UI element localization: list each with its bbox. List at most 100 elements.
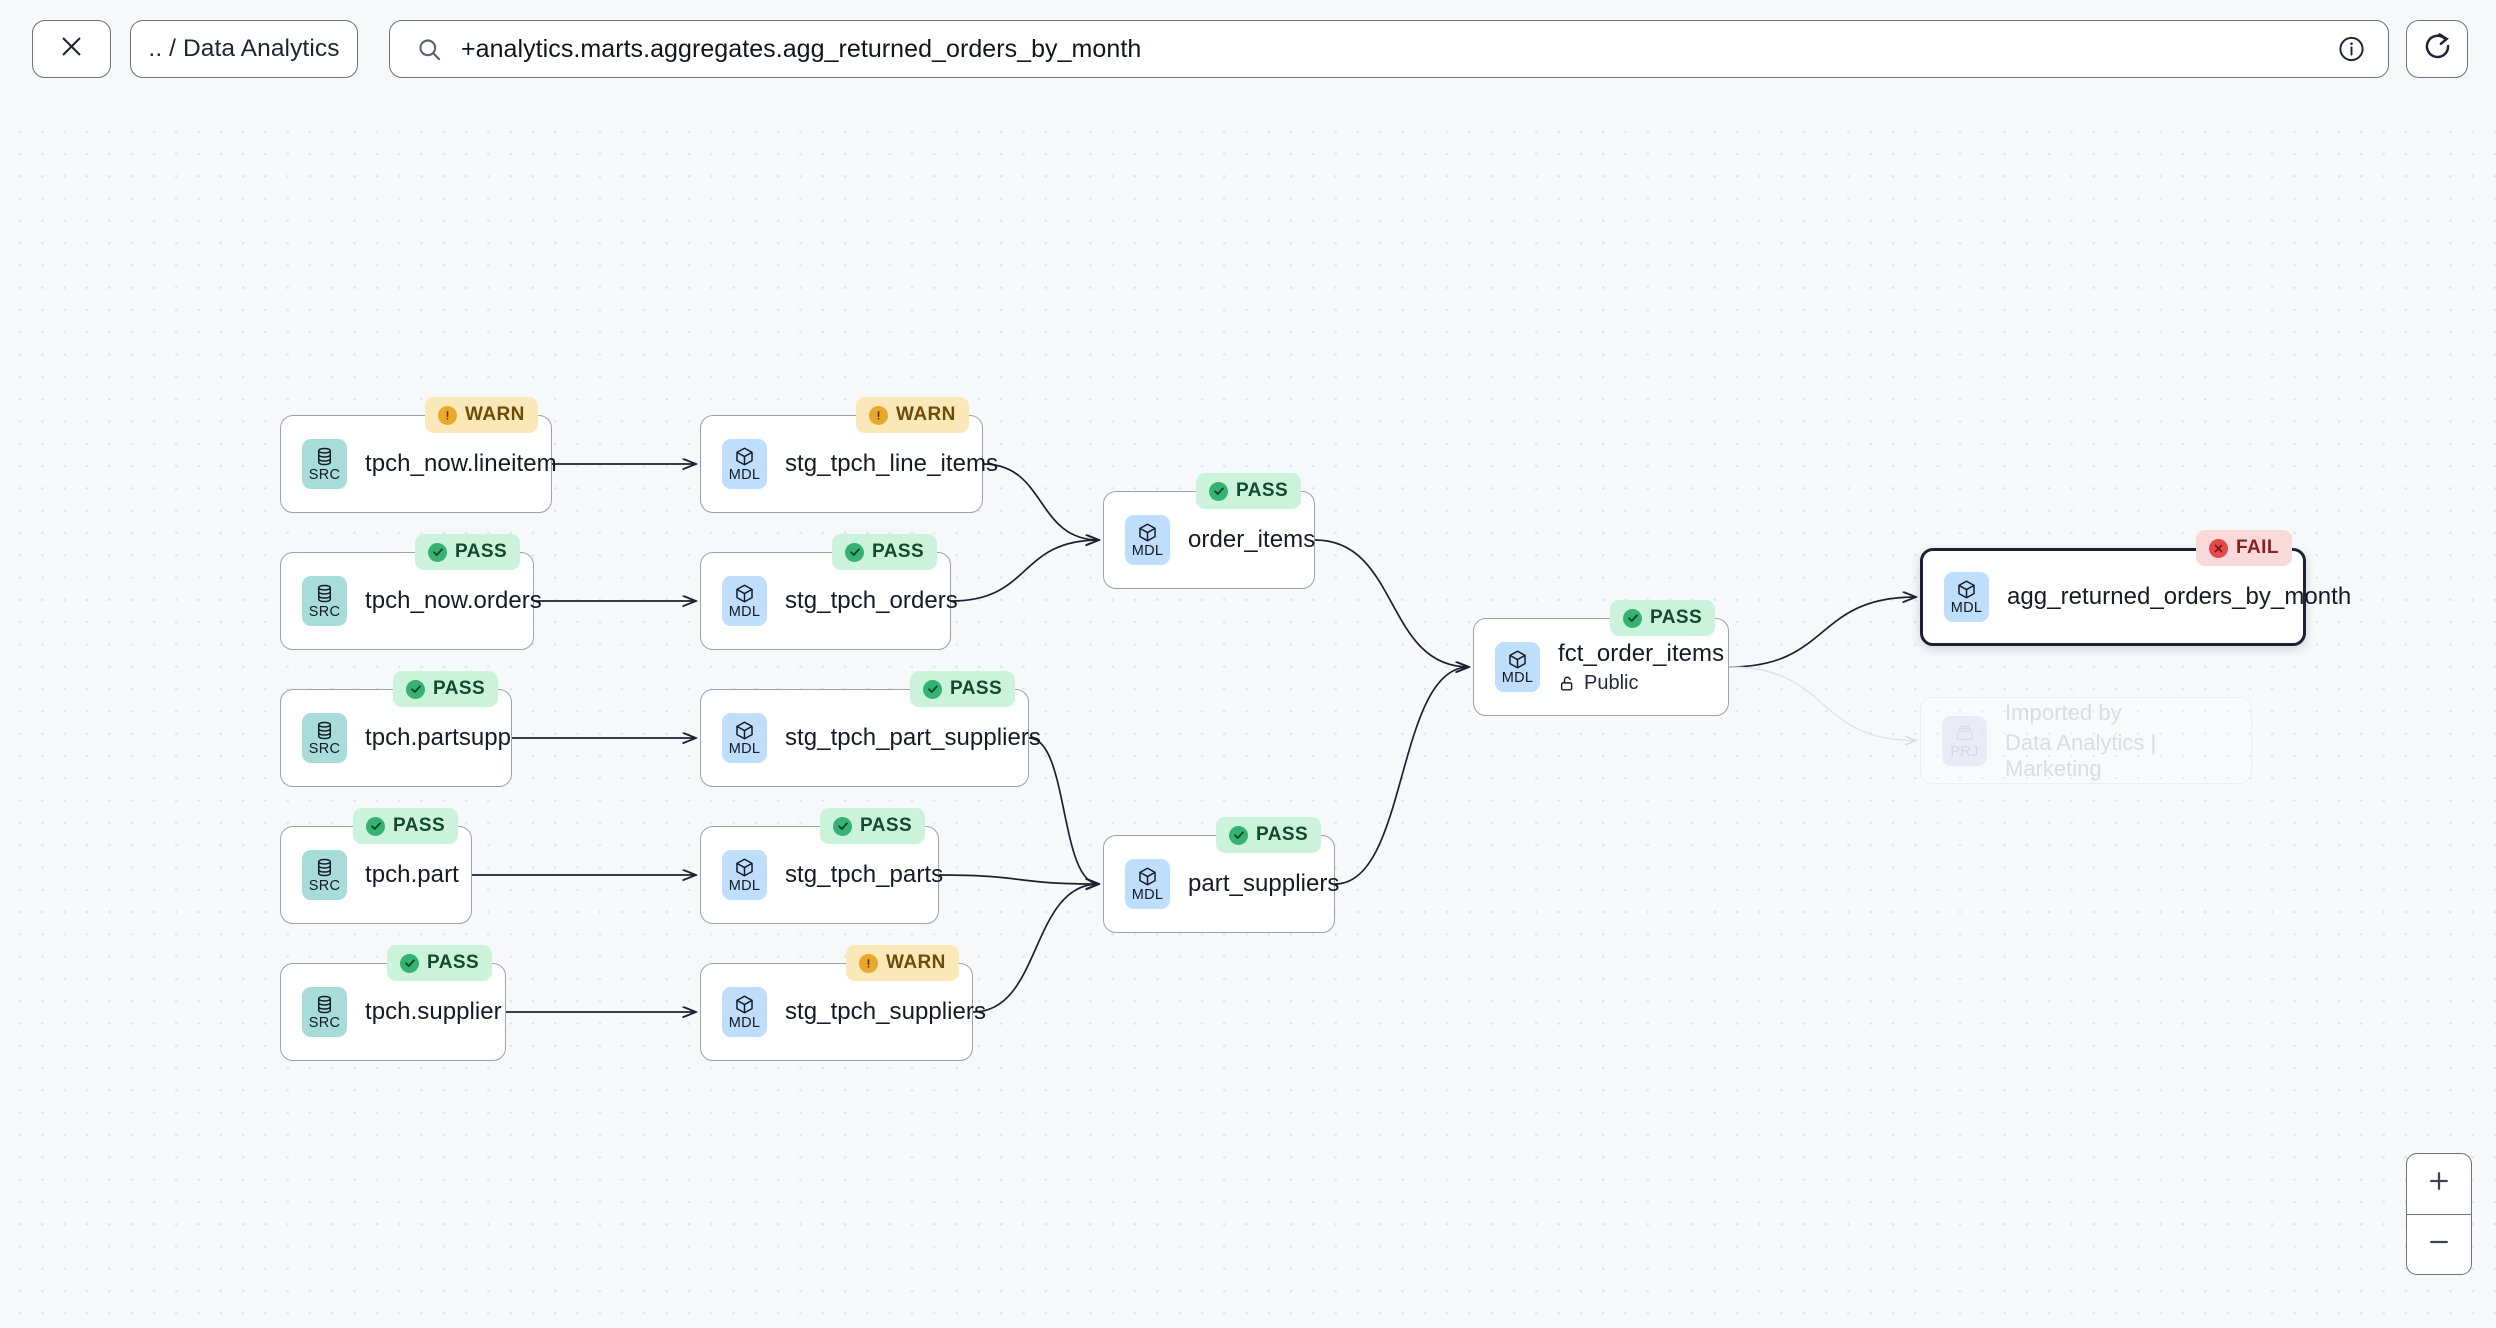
status-label: PASS xyxy=(393,815,446,836)
node-title: order_items xyxy=(1188,526,1316,553)
graph-node-imported_by_prj: PRJ Imported by Data Analytics | Marketing xyxy=(1920,697,2252,784)
database-icon xyxy=(314,445,335,467)
plus-icon xyxy=(2426,1168,2452,1199)
cube-icon xyxy=(734,445,755,467)
status-label: PASS xyxy=(1650,607,1703,628)
status-label: WARN xyxy=(886,952,946,973)
status-pass-icon xyxy=(1209,481,1228,501)
status-warn-icon xyxy=(869,405,888,425)
status-badge-stg_tpch_suppliers[interactable]: WARN xyxy=(846,945,959,981)
cube-icon xyxy=(734,856,755,878)
status-badge-agg_returned_orders_by_month[interactable]: FAIL xyxy=(2196,530,2292,566)
info-icon[interactable] xyxy=(2337,35,2366,64)
bottom-toolbar: Lenses </> Test Status PassErrorFailWarn… xyxy=(0,1238,2496,1328)
zoom-out-button[interactable] xyxy=(2407,1213,2471,1275)
status-label: PASS xyxy=(455,541,508,562)
refresh-button[interactable] xyxy=(2406,20,2468,78)
status-badge-stg_tpch_parts[interactable]: PASS xyxy=(820,808,926,844)
status-pass-icon xyxy=(1229,825,1248,845)
node-title: stg_tpch_orders xyxy=(785,587,958,614)
minus-icon xyxy=(2426,1229,2452,1260)
node-title: stg_tpch_parts xyxy=(785,861,944,888)
status-pass-icon xyxy=(406,679,425,699)
node-type-label: MDL xyxy=(1131,887,1164,904)
node-type-label: MDL xyxy=(1950,600,1983,617)
node-title: tpch_now.lineitem xyxy=(365,450,557,477)
status-badge-order_items[interactable]: PASS xyxy=(1196,473,1302,509)
node-type-label: SRC xyxy=(308,1015,341,1032)
cube-icon xyxy=(1137,521,1158,543)
status-badge-stg_tpch_part_suppliers[interactable]: PASS xyxy=(910,671,1016,707)
node-subtitle: Data Analytics | Marketing xyxy=(2005,730,2251,782)
close-button[interactable] xyxy=(32,20,111,78)
status-badge-stg_tpch_line_items[interactable]: WARN xyxy=(856,397,969,433)
status-badge-tpch_part[interactable]: PASS xyxy=(353,808,459,844)
status-badge-tpch_now_orders[interactable]: PASS xyxy=(415,534,521,570)
status-badge-part_suppliers[interactable]: PASS xyxy=(1216,817,1322,853)
node-title: agg_returned_orders_by_month xyxy=(2007,583,2352,610)
cube-icon xyxy=(734,993,755,1015)
node-type-label: SRC xyxy=(308,604,341,621)
database-icon xyxy=(314,719,335,741)
graph-node-stg_tpch_part_suppliers[interactable]: MDL stg_tpch_part_suppliers xyxy=(700,689,1041,787)
status-label: PASS xyxy=(860,815,913,836)
status-badge-tpch_now_lineitem[interactable]: WARN xyxy=(425,397,538,433)
node-title: stg_tpch_part_suppliers xyxy=(785,724,1041,751)
close-icon xyxy=(58,33,85,65)
node-type-badge-mdl: MDL xyxy=(722,713,767,763)
search-icon xyxy=(416,36,443,63)
status-pass-icon xyxy=(923,679,942,699)
node-title: stg_tpch_suppliers xyxy=(785,998,987,1025)
cube-icon xyxy=(734,582,755,604)
status-fail-icon xyxy=(2209,538,2228,558)
cube-icon xyxy=(1137,865,1158,887)
node-type-label: MDL xyxy=(728,467,761,484)
node-type-badge-mdl: MDL xyxy=(722,439,767,489)
status-badge-tpch_supplier[interactable]: PASS xyxy=(387,945,493,981)
zoom-in-button[interactable] xyxy=(2407,1154,2471,1214)
zoom-controls xyxy=(2406,1153,2472,1275)
node-type-badge-mdl: MDL xyxy=(722,850,767,900)
node-title: fct_order_items xyxy=(1558,639,1725,667)
status-badge-tpch_partsupp[interactable]: PASS xyxy=(393,671,499,707)
project-icon xyxy=(1954,722,1975,744)
database-icon xyxy=(314,856,335,878)
graph-node-part_suppliers[interactable]: MDL part_suppliers xyxy=(1103,835,1339,933)
status-pass-icon xyxy=(1623,608,1642,628)
status-label: PASS xyxy=(427,952,480,973)
node-type-label: SRC xyxy=(308,467,341,484)
status-label: WARN xyxy=(896,404,956,425)
node-title: part_suppliers xyxy=(1188,870,1340,897)
database-icon xyxy=(314,582,335,604)
status-pass-icon xyxy=(428,542,447,562)
node-type-badge-src: SRC xyxy=(302,987,347,1037)
status-badge-stg_tpch_orders[interactable]: PASS xyxy=(832,534,938,570)
node-title: tpch.supplier xyxy=(365,998,502,1025)
status-label: PASS xyxy=(1256,824,1309,845)
node-title: Imported by xyxy=(2005,699,2122,725)
node-type-label: MDL xyxy=(1501,670,1534,687)
refresh-icon xyxy=(2422,31,2453,67)
node-type-badge-src: SRC xyxy=(302,713,347,763)
status-warn-icon xyxy=(438,405,457,425)
status-label: PASS xyxy=(950,678,1003,699)
search-input[interactable]: +analytics.marts.aggregates.agg_returned… xyxy=(389,20,2389,78)
node-type-label: SRC xyxy=(308,878,341,895)
node-subtitle-label: Public xyxy=(1584,671,1639,694)
cube-icon xyxy=(1507,648,1528,670)
node-type-badge-mdl: MDL xyxy=(722,987,767,1037)
node-type-label: PRJ xyxy=(1950,743,1979,760)
node-title: stg_tpch_line_items xyxy=(785,450,999,477)
status-label: FAIL xyxy=(2236,537,2279,558)
search-value: +analytics.marts.aggregates.agg_returned… xyxy=(461,34,1142,63)
status-label: PASS xyxy=(433,678,486,699)
status-badge-fct_order_items[interactable]: PASS xyxy=(1610,600,1716,636)
node-subtitle-label: Data Analytics | Marketing xyxy=(2005,729,2157,781)
node-type-label: MDL xyxy=(728,1015,761,1032)
node-type-badge-prj: PRJ xyxy=(1942,715,1987,766)
node-type-label: SRC xyxy=(308,741,341,758)
breadcrumb[interactable]: .. / Data Analytics xyxy=(130,20,358,78)
node-type-label: MDL xyxy=(728,878,761,895)
status-warn-icon xyxy=(859,953,878,973)
